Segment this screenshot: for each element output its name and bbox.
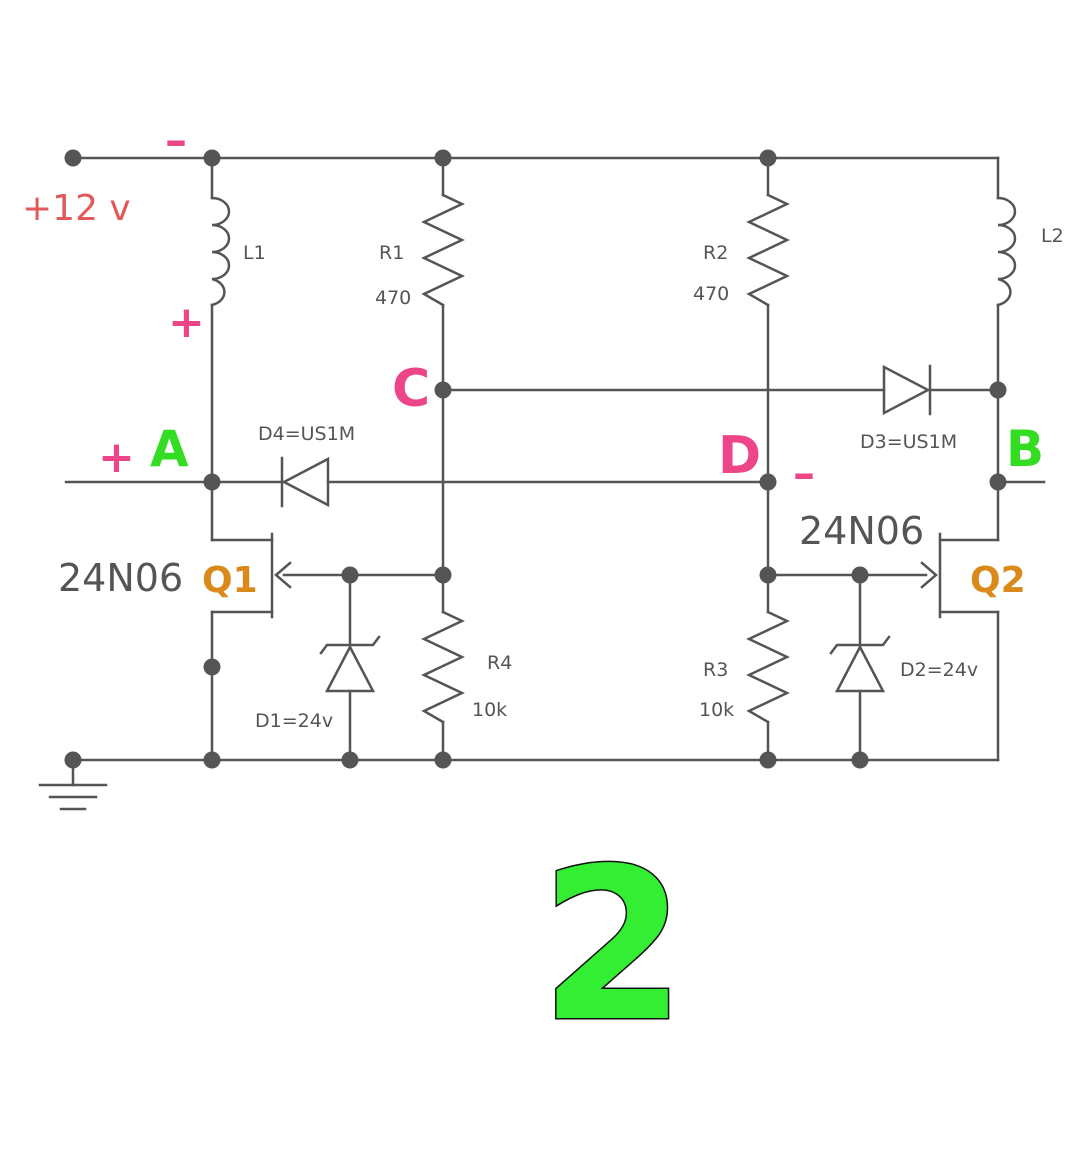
junction-dot [851, 751, 869, 769]
junction-dots [64, 149, 1007, 769]
q1-label: Q1 [202, 560, 258, 601]
q2-label: Q2 [970, 560, 1026, 601]
r3-value: 10k [699, 699, 734, 721]
junction-dot [434, 149, 452, 167]
wires [64, 156, 1046, 762]
node-b-label: B [1006, 420, 1044, 478]
junction-dot-b [989, 473, 1007, 491]
r4-value: 10k [472, 699, 507, 721]
inductor-l1 [210, 196, 231, 307]
r1-label: R1 [379, 242, 404, 264]
junction-dot [64, 751, 82, 769]
ground-symbol [38, 758, 108, 811]
resistor-r1 [421, 193, 465, 307]
junction-dot [759, 149, 777, 167]
junction-dot [203, 149, 221, 167]
d3-label: D3=US1M [860, 431, 957, 453]
supply-terminal-dot [64, 149, 82, 167]
junction-dot [203, 658, 221, 676]
node-a-label: A [150, 420, 189, 478]
node-d-label: D [718, 426, 761, 486]
r2-label: R2 [703, 242, 728, 264]
junction-dot-d [759, 473, 777, 491]
r1-value: 470 [375, 287, 411, 309]
junction-dot [851, 566, 869, 584]
junction-dot-a [203, 473, 221, 491]
node-c-label: C [392, 359, 430, 419]
junction-dot [759, 751, 777, 769]
r4-label: R4 [487, 652, 512, 674]
d-minus-sign: – [793, 448, 815, 499]
zener-diode-d2 [829, 635, 891, 693]
r3-label: R3 [703, 659, 728, 681]
resistor-r2 [746, 193, 790, 307]
junction-dot [989, 381, 1007, 399]
junction-dot [341, 751, 359, 769]
q2-part-label: 24N06 [799, 509, 924, 553]
resistor-r4 [421, 610, 465, 724]
resistor-r3 [746, 610, 790, 724]
l1-label: L1 [243, 242, 266, 264]
r2-value: 470 [693, 283, 729, 305]
a-plus-sign: + [98, 432, 135, 483]
d4-label: D4=US1M [258, 423, 355, 445]
junction-dot [341, 566, 359, 584]
mosfet-q1 [270, 532, 292, 619]
d2-label: D2=24v [900, 659, 978, 681]
d1-label: D1=24v [255, 710, 333, 732]
zener-diode-d1 [319, 635, 381, 693]
junction-dot-c [434, 381, 452, 399]
junction-dot [434, 566, 452, 584]
junction-dot [434, 751, 452, 769]
diode-d3 [882, 364, 932, 416]
l1-plus-sign: + [168, 297, 205, 348]
top-minus-sign: – [165, 115, 187, 166]
junction-dot [203, 751, 221, 769]
l2-label: L2 [1041, 225, 1064, 247]
diode-d4 [280, 456, 330, 508]
mosfet-q2 [920, 532, 942, 619]
supply-voltage-label: +12 v [22, 188, 131, 229]
figure-number: 2 [540, 823, 686, 1068]
junction-dot [759, 566, 777, 584]
inductor-l2 [996, 196, 1017, 307]
q1-part-label: 24N06 [58, 556, 183, 600]
